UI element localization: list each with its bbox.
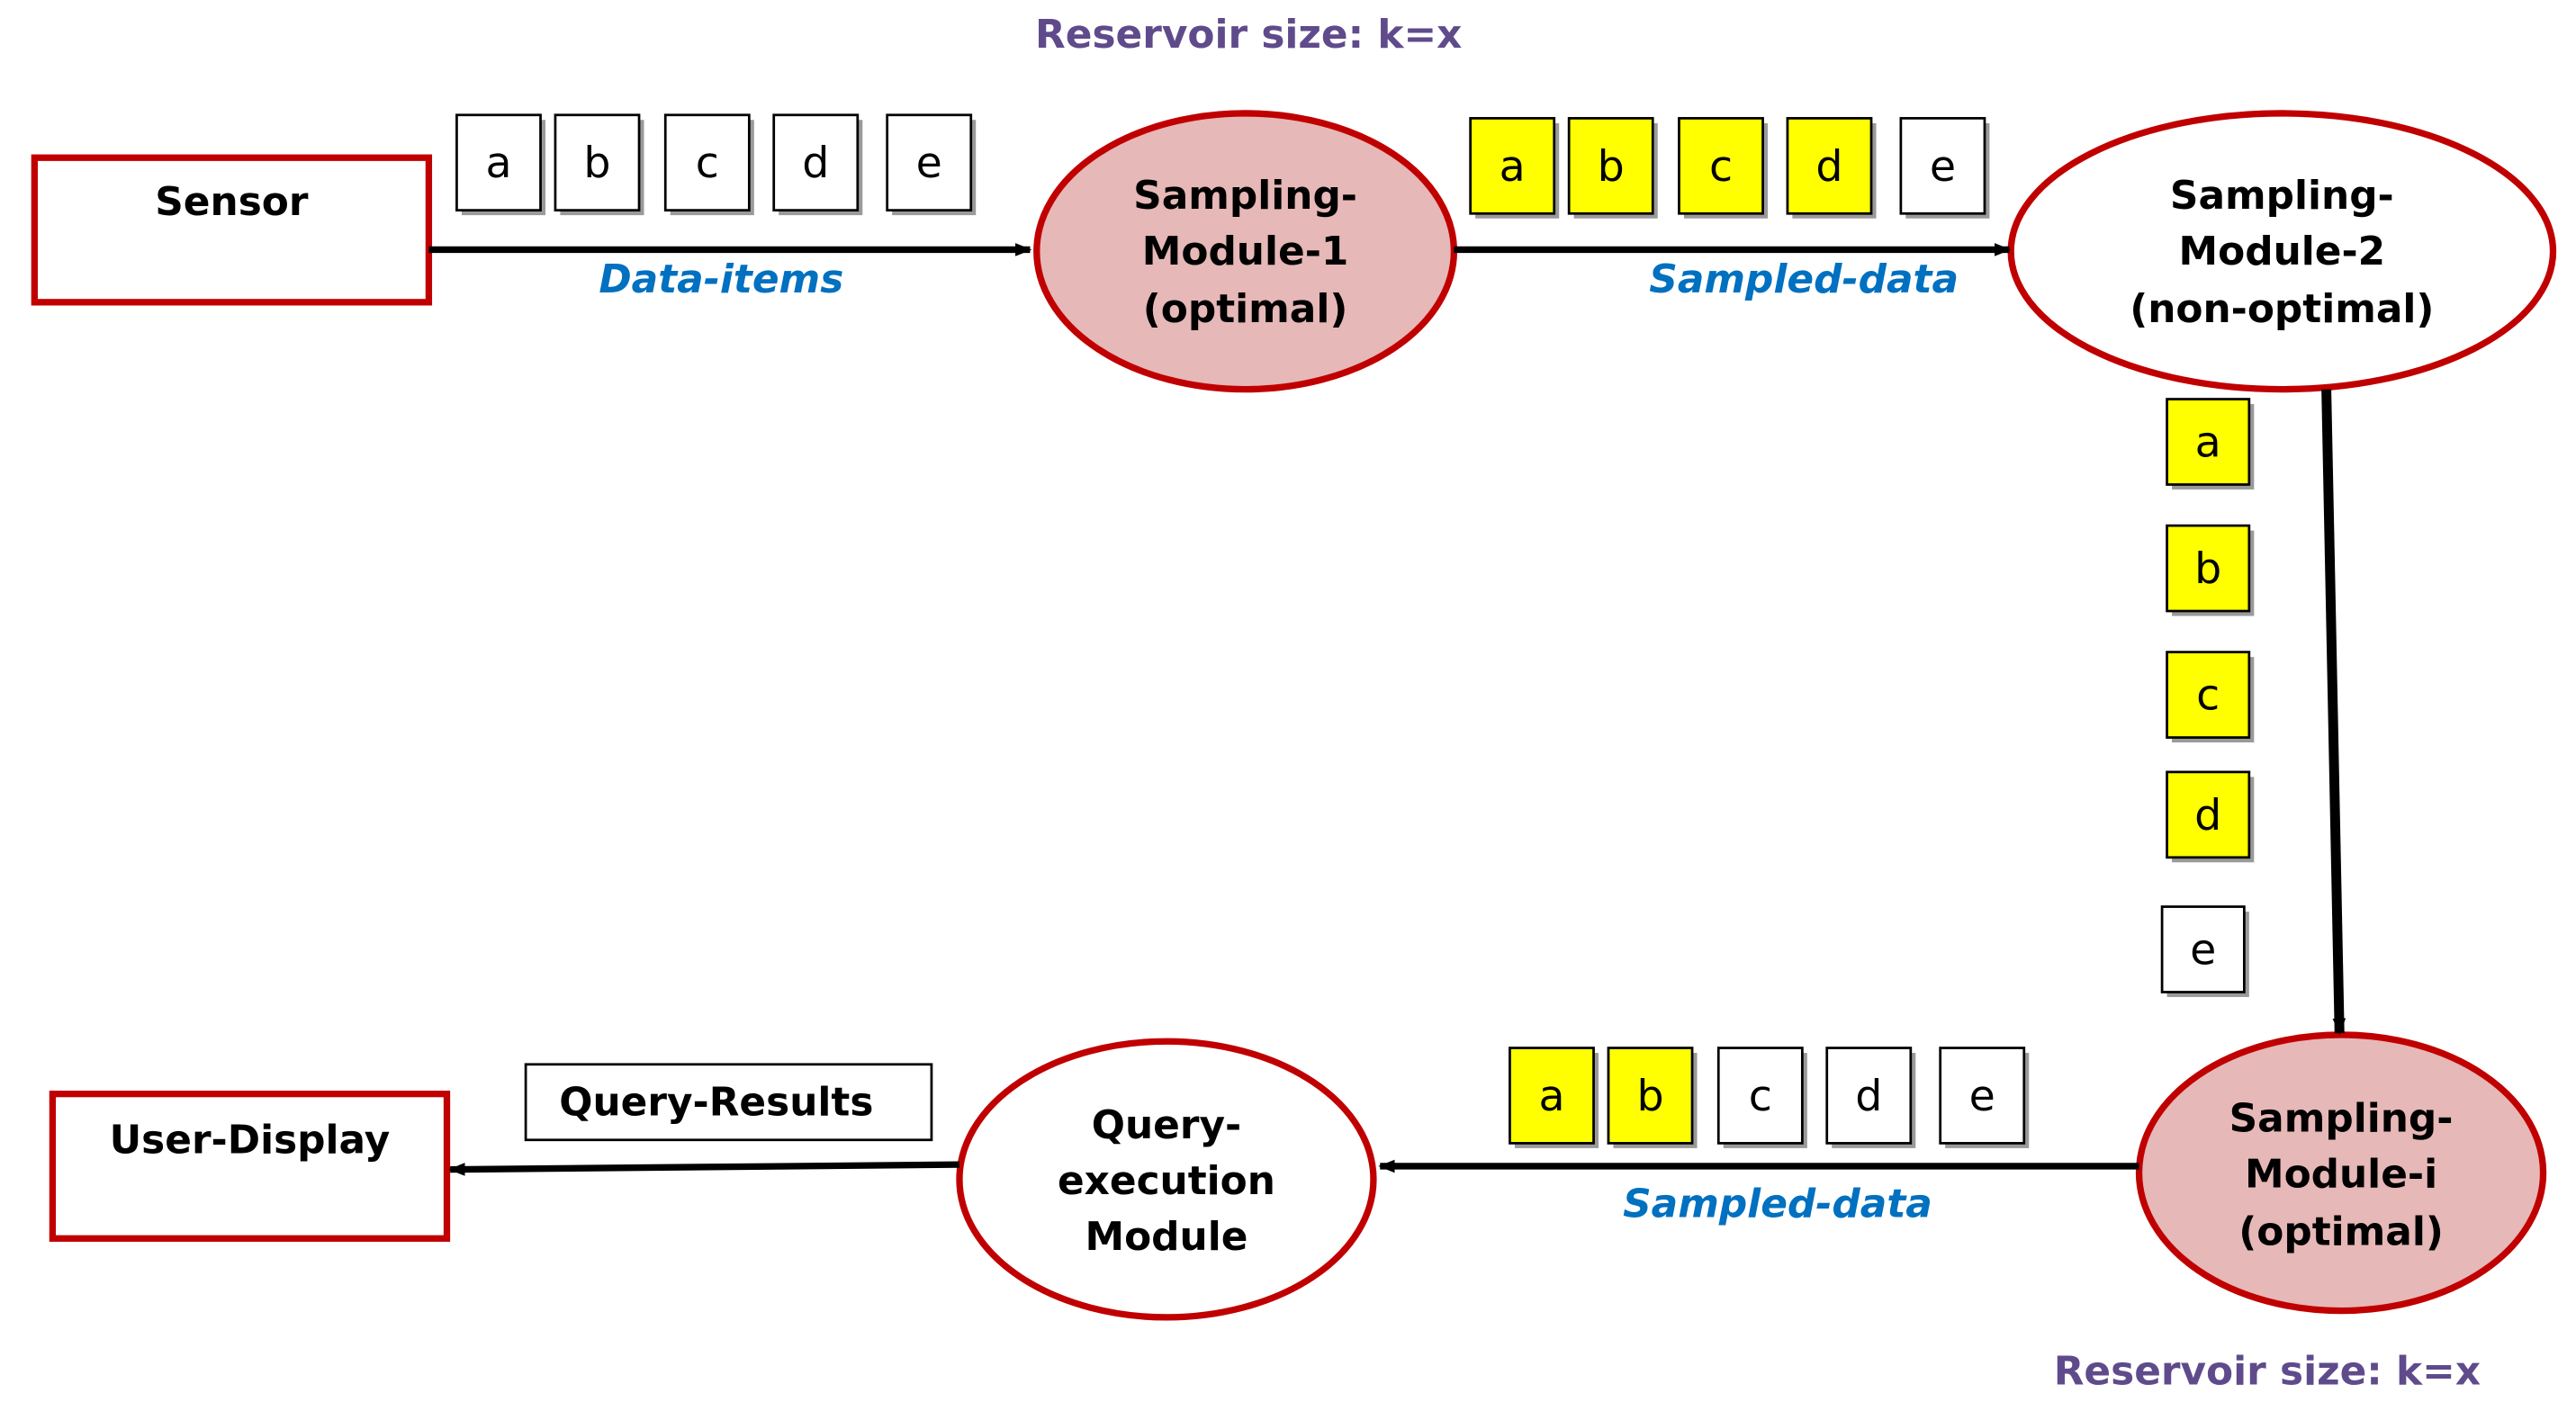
- module-1-line-1: Sampling-: [1133, 173, 1357, 219]
- data-items-label: Data-items: [599, 256, 843, 302]
- query-module-line-1: Query-: [1092, 1102, 1241, 1148]
- reservoir-size-top-label: Reservoir size: k=x: [1035, 12, 1462, 58]
- module-1-item-box-c: [1678, 117, 1764, 215]
- module-i-item-label-c: c: [1749, 1072, 1772, 1121]
- module-2-item-box-c: [2166, 651, 2251, 739]
- sensor-item-box-a: [455, 113, 542, 212]
- module-i-item-box-c: [1716, 1047, 1804, 1145]
- sensor-item-label-a: a: [485, 139, 511, 188]
- reservoir-size-bottom-label: Reservoir size: k=x: [2054, 1349, 2481, 1395]
- module-i-item-box-d: [1825, 1047, 1913, 1145]
- sensor-item-box-c: [663, 113, 751, 212]
- sampling-module-2: Sampling- Module-2 (non-optimal): [2007, 110, 2557, 393]
- module-1-item-label-a: a: [1500, 142, 1526, 192]
- user-display-label: User-Display: [110, 1117, 391, 1163]
- module-1-item-box-a: [1469, 117, 1556, 215]
- module-i-item-label-d: d: [1855, 1072, 1882, 1121]
- module-2-output-items: a b c d e: [2160, 398, 2255, 997]
- module-i-line-2: Module-i: [2245, 1152, 2437, 1198]
- module-2-item-label-d: d: [2194, 791, 2221, 840]
- module-i-line-1: Sampling-: [2229, 1096, 2454, 1142]
- sampling-module-1: Sampling- Module-1 (optimal): [1033, 110, 1458, 393]
- module-2-line-1: Sampling-: [2170, 173, 2394, 219]
- query-results-box: Query-Results: [524, 1063, 933, 1142]
- query-results-label: Query-Results: [559, 1079, 873, 1125]
- module-i-item-label-e: e: [1969, 1072, 1995, 1121]
- sensor-item-label-d: d: [802, 139, 829, 188]
- query-module-line-2: execution: [1058, 1158, 1275, 1204]
- module-2-line-2: Module-2: [2179, 229, 2386, 274]
- query-module-line-3: Module: [1085, 1214, 1248, 1260]
- module-i-item-box-a: [1509, 1047, 1595, 1145]
- module-2-line-3: (non-optimal): [2130, 286, 2434, 332]
- arrow-module-2-to-module-i: [2321, 389, 2346, 1035]
- module-1-item-label-e: e: [1930, 142, 1956, 192]
- user-display-box: User-Display: [49, 1090, 451, 1242]
- arrow-query-module-to-user-display: [448, 1161, 960, 1176]
- sensor-label: Sensor: [155, 179, 309, 225]
- module-i-output-items: a b c d e: [1509, 1047, 2030, 1148]
- module-1-item-label-c: c: [1709, 142, 1733, 192]
- module-1-line-2: Module-1: [1142, 229, 1349, 274]
- module-1-item-box-d: [1786, 117, 1873, 215]
- module-1-output-items: a b c d e: [1469, 117, 1990, 219]
- module-1-line-3: (optimal): [1143, 286, 1348, 332]
- module-2-item-box-a: [2166, 398, 2251, 486]
- module-i-line-3: (optimal): [2238, 1209, 2444, 1255]
- sampled-data-bottom-label: Sampled-data: [1623, 1182, 1932, 1227]
- module-i-item-label-a: a: [1538, 1072, 1564, 1121]
- module-i-item-label-b: b: [1636, 1072, 1663, 1121]
- module-2-item-box-e: [2160, 905, 2246, 993]
- sensor-item-box-d: [772, 113, 860, 212]
- module-2-item-label-b: b: [2194, 544, 2221, 594]
- module-1-item-label-d: d: [1815, 142, 1842, 192]
- module-2-item-label-c: c: [2196, 671, 2220, 721]
- module-1-item-label-b: b: [1598, 142, 1625, 192]
- sensor-item-label-c: c: [696, 139, 719, 188]
- module-2-item-box-d: [2166, 770, 2251, 859]
- sensor-item-label-b: b: [583, 139, 610, 188]
- sensor-stream-items: a b c d e: [455, 113, 977, 216]
- module-2-item-label-a: a: [2195, 418, 2221, 467]
- query-execution-module: Query- execution Module: [956, 1038, 1377, 1321]
- sensor-item-label-e: e: [916, 139, 942, 188]
- sampling-module-i: Sampling- Module-i (optimal): [2135, 1031, 2547, 1315]
- sensor-box: Sensor: [31, 154, 433, 306]
- sensor-item-box-b: [554, 113, 641, 212]
- sensor-item-box-e: [886, 113, 973, 212]
- sampled-data-top-label: Sampled-data: [1649, 256, 1959, 302]
- module-i-item-box-b: [1607, 1047, 1694, 1145]
- module-2-item-box-b: [2166, 524, 2251, 613]
- module-2-item-label-e: e: [2190, 925, 2216, 975]
- module-1-item-box-e: [1899, 117, 1986, 215]
- module-1-item-box-b: [1567, 117, 1654, 215]
- module-i-item-box-e: [1939, 1047, 2026, 1145]
